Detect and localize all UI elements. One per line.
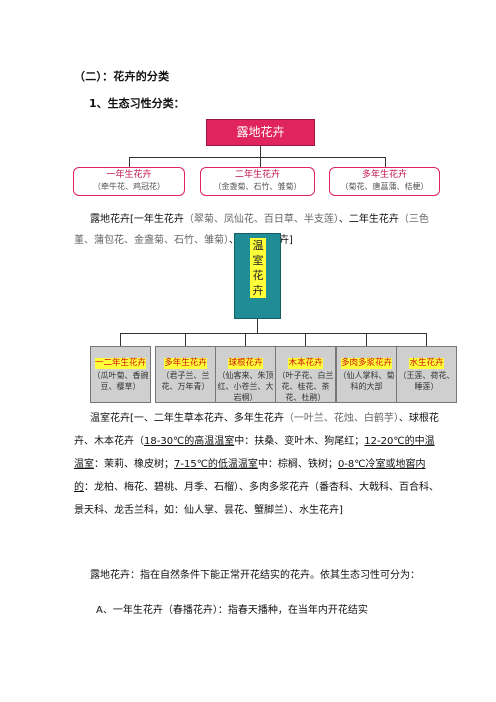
char: 花: [252, 269, 264, 282]
greenhouse-paragraph: 温室花卉[一、二年生草本花卉、多年生花卉（一叶兰、花烛、白鹤芋）、球根花卉、木本…: [74, 407, 444, 522]
greenhouse-root-node: 温 室 花 卉: [234, 233, 281, 319]
node-title: 一二年生花卉: [94, 358, 146, 369]
connector-drop: [245, 333, 246, 346]
text: 、二年生花卉: [338, 214, 399, 225]
greenhouse-node-succulent: 多肉多浆花卉 （仙人掌科、菊科的大部: [336, 346, 397, 403]
connector-drop: [426, 333, 427, 346]
node-title: 多肉多浆花卉: [340, 358, 392, 369]
node-title: 木本花卉: [288, 358, 323, 369]
greenhouse-node-bulb: 球根花卉 （仙客来、朱顶红、小苍兰、大岩桐）: [215, 346, 276, 403]
connector-horizontal: [129, 157, 385, 158]
char: 室: [252, 254, 264, 267]
text: 中：棕榈、铁树；: [257, 459, 338, 470]
text: 中：扶桑、变叶木、狗尾红；: [234, 436, 365, 447]
node-title: 水生花卉: [409, 358, 444, 369]
text-underlined: 18-30℃的高温温室: [144, 436, 235, 447]
node-title: 一年生花卉: [106, 170, 152, 180]
greenhouse-node-perennial: 多年生花卉 （君子兰、兰花、万年青）: [155, 346, 216, 403]
connector-left: [129, 157, 130, 167]
text-gray: （三色堇、蒲包花、金盏菊、石竹、雏菊）: [74, 214, 429, 246]
greenhouse-node-woody: 木本花卉 （叶子花、白兰花、桂花、茶花、杜鹃）: [275, 346, 336, 403]
node-title: 多年生花卉: [361, 170, 407, 180]
node-examples: （叶子花、白兰花、桂花、茶花、杜鹃）: [277, 371, 334, 402]
greenhouse-node-annual: 一二年生花卉 （瓜叶菊、香豌豆、樱草）: [90, 346, 151, 403]
connector-vertical: [257, 319, 258, 333]
connector-horizontal: [120, 333, 426, 334]
annual-definition: A、一年生花卉（春播花卉）：指春天播种，在当年内开花结实: [96, 605, 368, 616]
text: ：茉莉、橡皮树；: [94, 459, 174, 470]
text-underlined: 12-20℃的中温温室: [74, 436, 435, 470]
text: 露地花卉[一年生花卉: [90, 214, 184, 225]
text-gray: （一叶兰、花烛、白鹤芋）: [283, 413, 399, 424]
node-examples: （菊花、唐菖蒲、桔梗）: [340, 182, 429, 191]
node-title: 二年生花卉: [234, 170, 280, 180]
greenhouse-node-aquatic: 水生花卉 （王莲、荷花、睡莲）: [396, 346, 457, 403]
root-label: 温 室 花 卉: [250, 238, 266, 298]
node-title: 球根花卉: [228, 358, 263, 369]
text-underlined: 7-15℃的低温温室: [174, 459, 258, 470]
connector-vertical: [260, 146, 261, 157]
node-examples: （王莲、荷花、睡莲）: [398, 371, 455, 391]
text: ：龙柏、梅花、碧桃、月季、石榴）、多肉多浆花卉（番杏科、大戟科、百合科、景天科、…: [74, 482, 439, 516]
subsection-heading: 1、生态习性分类：: [89, 97, 185, 110]
text: 温室花卉[一、二年生草本花卉、多年生花卉: [90, 413, 284, 424]
node-title: 多年生花卉: [164, 358, 207, 369]
node-examples: （仙人掌科、菊科的大部: [338, 371, 395, 391]
node-examples: （瓜叶菊、香豌豆、樱草）: [92, 371, 149, 391]
outdoor-node-perennial: 多年生花卉 （菊花、唐菖蒲、桔梗）: [329, 167, 440, 196]
node-examples: （牵牛花、鸡冠花）: [93, 182, 165, 191]
node-examples: （金盏菊、石竹、雏菊）: [213, 182, 302, 191]
connector-middle: [260, 157, 261, 167]
section-heading: （二）：花卉的分类: [74, 70, 170, 83]
node-examples: （君子兰、兰花、万年青）: [161, 371, 210, 391]
char: 温: [252, 239, 264, 252]
text: 、球根花卉、木本花卉（: [74, 413, 439, 447]
node-examples: （仙客来、朱顶红、小苍兰、大岩桐）: [217, 371, 274, 402]
outdoor-root-node: 露地花卉: [206, 119, 315, 146]
connector-drop: [305, 333, 306, 346]
connector-drop: [185, 333, 186, 346]
outdoor-node-annual: 一年生花卉 （牵牛花、鸡冠花）: [73, 167, 185, 196]
connector-drop: [120, 333, 121, 346]
connector-right: [385, 157, 386, 167]
outdoor-node-biennial: 二年生花卉 （金盏菊、石竹、雏菊）: [200, 167, 315, 196]
text-underlined: 0-8℃冷室或地窖内的: [74, 459, 426, 493]
outdoor-definition: 露地花卉：指在自然条件下能正常开花结实的花卉。依其生态习性可分为：: [90, 570, 420, 581]
connector-drop: [366, 333, 367, 346]
text-gray: （翠菊、凤仙花、百日草、半支莲）: [183, 214, 339, 225]
char: 卉: [252, 284, 264, 297]
